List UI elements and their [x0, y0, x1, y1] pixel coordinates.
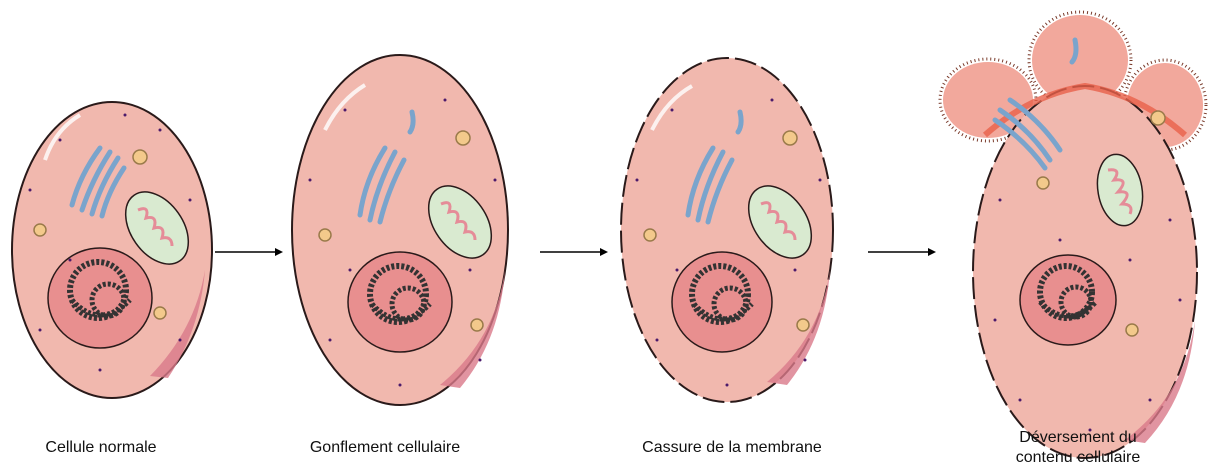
nucleus [48, 248, 152, 348]
caption-text: Gonflement cellulaire [310, 438, 460, 458]
arrow-1 [215, 248, 283, 256]
caption-normal-cell: Cellule normale [45, 438, 156, 458]
caption-content-spillage: Déversement du contenu cellulaire [1016, 428, 1141, 468]
normal-cell [12, 102, 212, 398]
arrow-2 [540, 248, 608, 256]
caption-text: Cellule normale [45, 438, 156, 458]
caption-text-line-1: Déversement du [1016, 428, 1141, 448]
caption-membrane-rupture: Cassure de la membrane [642, 438, 822, 458]
swollen-cell [292, 55, 508, 405]
nucleus [348, 252, 452, 352]
arrow-3 [868, 248, 936, 256]
nucleus [1020, 255, 1116, 345]
caption-text-line-2: contenu cellulaire [1016, 448, 1141, 468]
caption-text: Cassure de la membrane [642, 438, 822, 458]
nucleus [672, 252, 772, 352]
ruptured-cell [621, 58, 833, 402]
caption-cell-swelling: Gonflement cellulaire [310, 438, 460, 458]
spilling-cell [940, 12, 1206, 458]
